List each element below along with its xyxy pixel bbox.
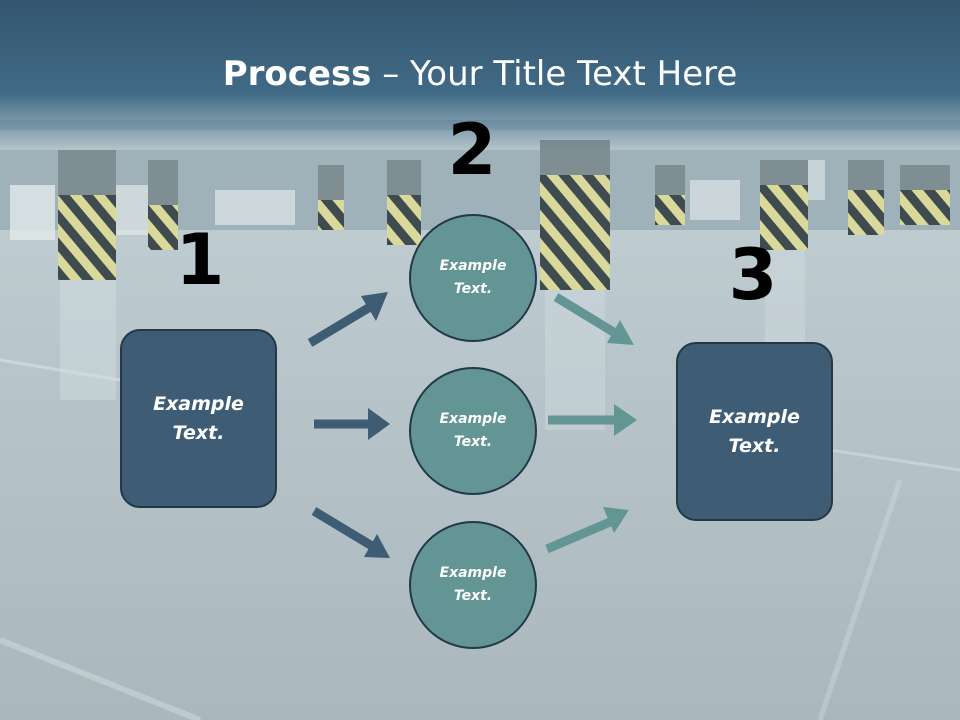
right-box-text: Example Text. — [709, 405, 800, 457]
middle-circle-bottom: Example Text. — [409, 521, 537, 649]
slide-title: Process – Your Title Text Here — [0, 52, 960, 96]
circle-top-text: Example Text. — [439, 258, 507, 297]
right-step-box: Example Text. — [676, 342, 833, 521]
left-box-text: Example Text. — [153, 392, 244, 444]
arrow-left-to-bottom — [311, 507, 390, 558]
arrow-bottom-to-right — [545, 507, 629, 554]
step-number-1: 1 — [175, 219, 225, 301]
title-rest: – Your Title Text Here — [371, 54, 738, 94]
middle-circle-center: Example Text. — [409, 367, 537, 495]
arrow-middle-to-right — [548, 404, 637, 436]
middle-circle-top: Example Text. — [409, 214, 537, 342]
left-step-box: Example Text. — [120, 329, 277, 508]
arrow-left-to-middle — [314, 408, 390, 440]
circle-center-text: Example Text. — [439, 411, 507, 450]
arrow-top-to-right — [553, 293, 634, 345]
arrow-left-to-top — [307, 292, 388, 347]
title-band — [0, 0, 960, 150]
circle-bottom-text: Example Text. — [439, 565, 507, 604]
title-bold-word: Process — [222, 54, 372, 94]
step-number-2: 2 — [447, 109, 497, 191]
step-number-3: 3 — [728, 234, 778, 316]
